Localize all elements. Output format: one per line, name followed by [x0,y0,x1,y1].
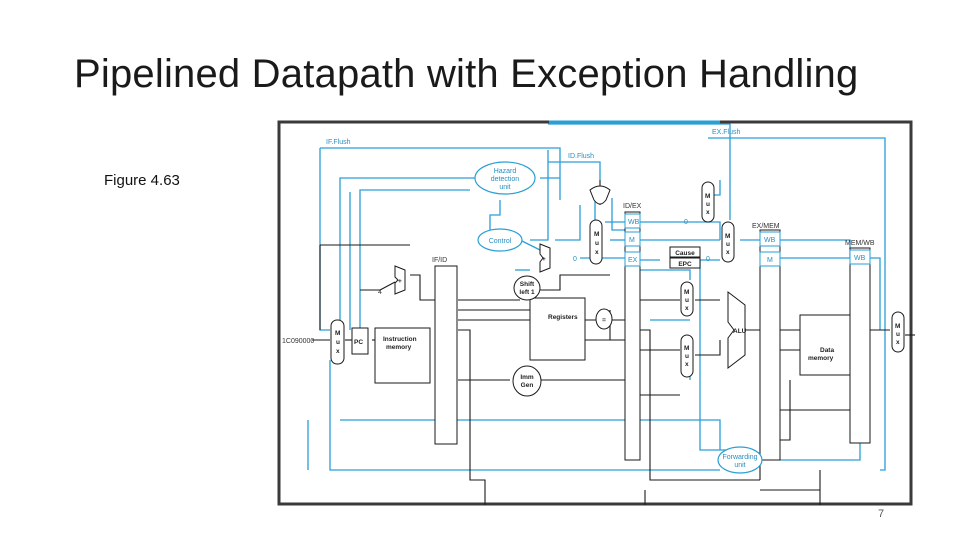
registers-label: Registers [548,314,578,321]
shift-left-unit [513,275,541,301]
ex-mem-register [759,229,781,461]
exception-address-label: 1C090000 [282,338,314,345]
imm-label-2: Gen [521,382,534,389]
flush-mux-x: x [595,249,599,256]
zero-label-2: 0 [706,256,710,263]
or-gate [589,185,611,205]
exflush-mux-x: x [706,209,710,216]
exmem-mux-m: M [725,233,730,240]
alua-mux-m: M [684,289,689,296]
mem-wb-label: MEM/WB [845,240,875,247]
wb-mux-u: u [896,331,900,338]
ex-mem-label: EX/MEM [752,223,780,230]
epc-register [669,257,701,269]
forwarding-label-1: Forwarding [722,454,757,461]
diagram-frame [277,120,913,506]
branch-adder-plus-label: + [542,256,546,263]
alu-a-mux [680,281,694,317]
epc-label: EPC [678,261,692,268]
control-label: Control [489,238,512,245]
id-ex-wb-label: WB [628,219,640,226]
ex-mem-flush-mux [721,221,735,263]
shift-label-1: Shift [520,281,535,288]
figure-caption: Figure 4.63 [104,172,180,189]
pc-register [351,327,369,355]
mux-labels: M u x M u x M u x M u x M u x M u x M u … [335,193,900,368]
instr-mem-label-1: Instruction [383,336,417,343]
exmem-mux-x: x [726,249,730,256]
mem-wb-wb-label: WB [854,255,866,262]
ex-flush-label: EX.Flush [712,129,741,136]
wb-mux-x: x [896,339,900,346]
mem-wb-register [849,247,871,444]
flush-mux-m: M [594,231,599,238]
alub-mux-x: x [685,361,689,368]
if-flush-label: IF.Flush [326,139,351,146]
alub-mux-u: u [685,353,689,360]
data-memory [799,314,851,376]
hazard-label-1: Hazard [494,168,517,175]
exflush-mux-u: u [706,201,710,208]
alua-mux-x: x [685,305,689,312]
exflush-mux-m: M [705,193,710,200]
id-flush-label: ID.Flush [568,153,594,160]
branch-adder [539,243,551,273]
pc-mux-m: M [335,330,340,337]
zero-label-1: 0 [573,256,577,263]
slide-title: Pipelined Datapath with Exception Handli… [74,52,859,96]
pc-adder [394,265,406,295]
exmem-mux-u: u [726,241,730,248]
forwarding-label-2: unit [734,462,745,469]
control-unit [477,228,523,252]
wb-mux-m: M [895,323,900,330]
pc-mux-u: u [336,339,340,346]
pc-label: PC [354,339,363,346]
data-mem-label-1: Data [820,347,834,354]
flush-mux-u: u [595,240,599,247]
imm-gen-unit [512,365,542,397]
page-number: 7 [878,508,885,520]
equals-label: = [602,317,606,324]
ex-flush-mux [701,181,715,223]
id-ex-register [624,211,641,461]
alu-b-mux [680,334,694,378]
data-mem-label-2: memory [808,355,834,362]
alu [727,290,746,370]
id-ex-label: ID/EX [623,203,642,210]
id-ex-flush-mux [589,219,603,265]
pc-mux-x: x [336,348,340,355]
imm-label-1: Imm [520,374,534,381]
instr-mem-label-2: memory [386,344,412,351]
alu-label: ALU [733,328,747,335]
hazard-detection-unit [474,161,536,195]
writeback-mux [891,311,905,353]
zero-label-3: 0 [684,219,688,226]
id-ex-ex-label: EX [628,257,638,264]
id-ex-m-label: M [629,237,635,244]
hazard-label-2: detection [491,176,520,183]
alub-mux-m: M [684,345,689,352]
register-file [529,297,586,361]
ex-mem-wb-label: WB [764,237,776,244]
forwarding-unit [717,446,763,474]
equals-comparator [595,308,613,330]
hazard-label-3: unit [499,184,510,191]
cause-register [669,246,701,258]
constant-four-label: 4 [378,289,382,296]
if-id-register [434,265,458,445]
pc-mux [330,319,345,365]
if-id-label: IF/ID [432,257,447,264]
instruction-memory [374,327,431,384]
pc-adder-plus-label: + [398,278,402,285]
shift-label-2: left 1 [519,289,535,296]
ex-mem-m-label: M [767,257,773,264]
control-wires [307,123,886,471]
alua-mux-u: u [685,297,689,304]
cause-label: Cause [675,250,695,257]
